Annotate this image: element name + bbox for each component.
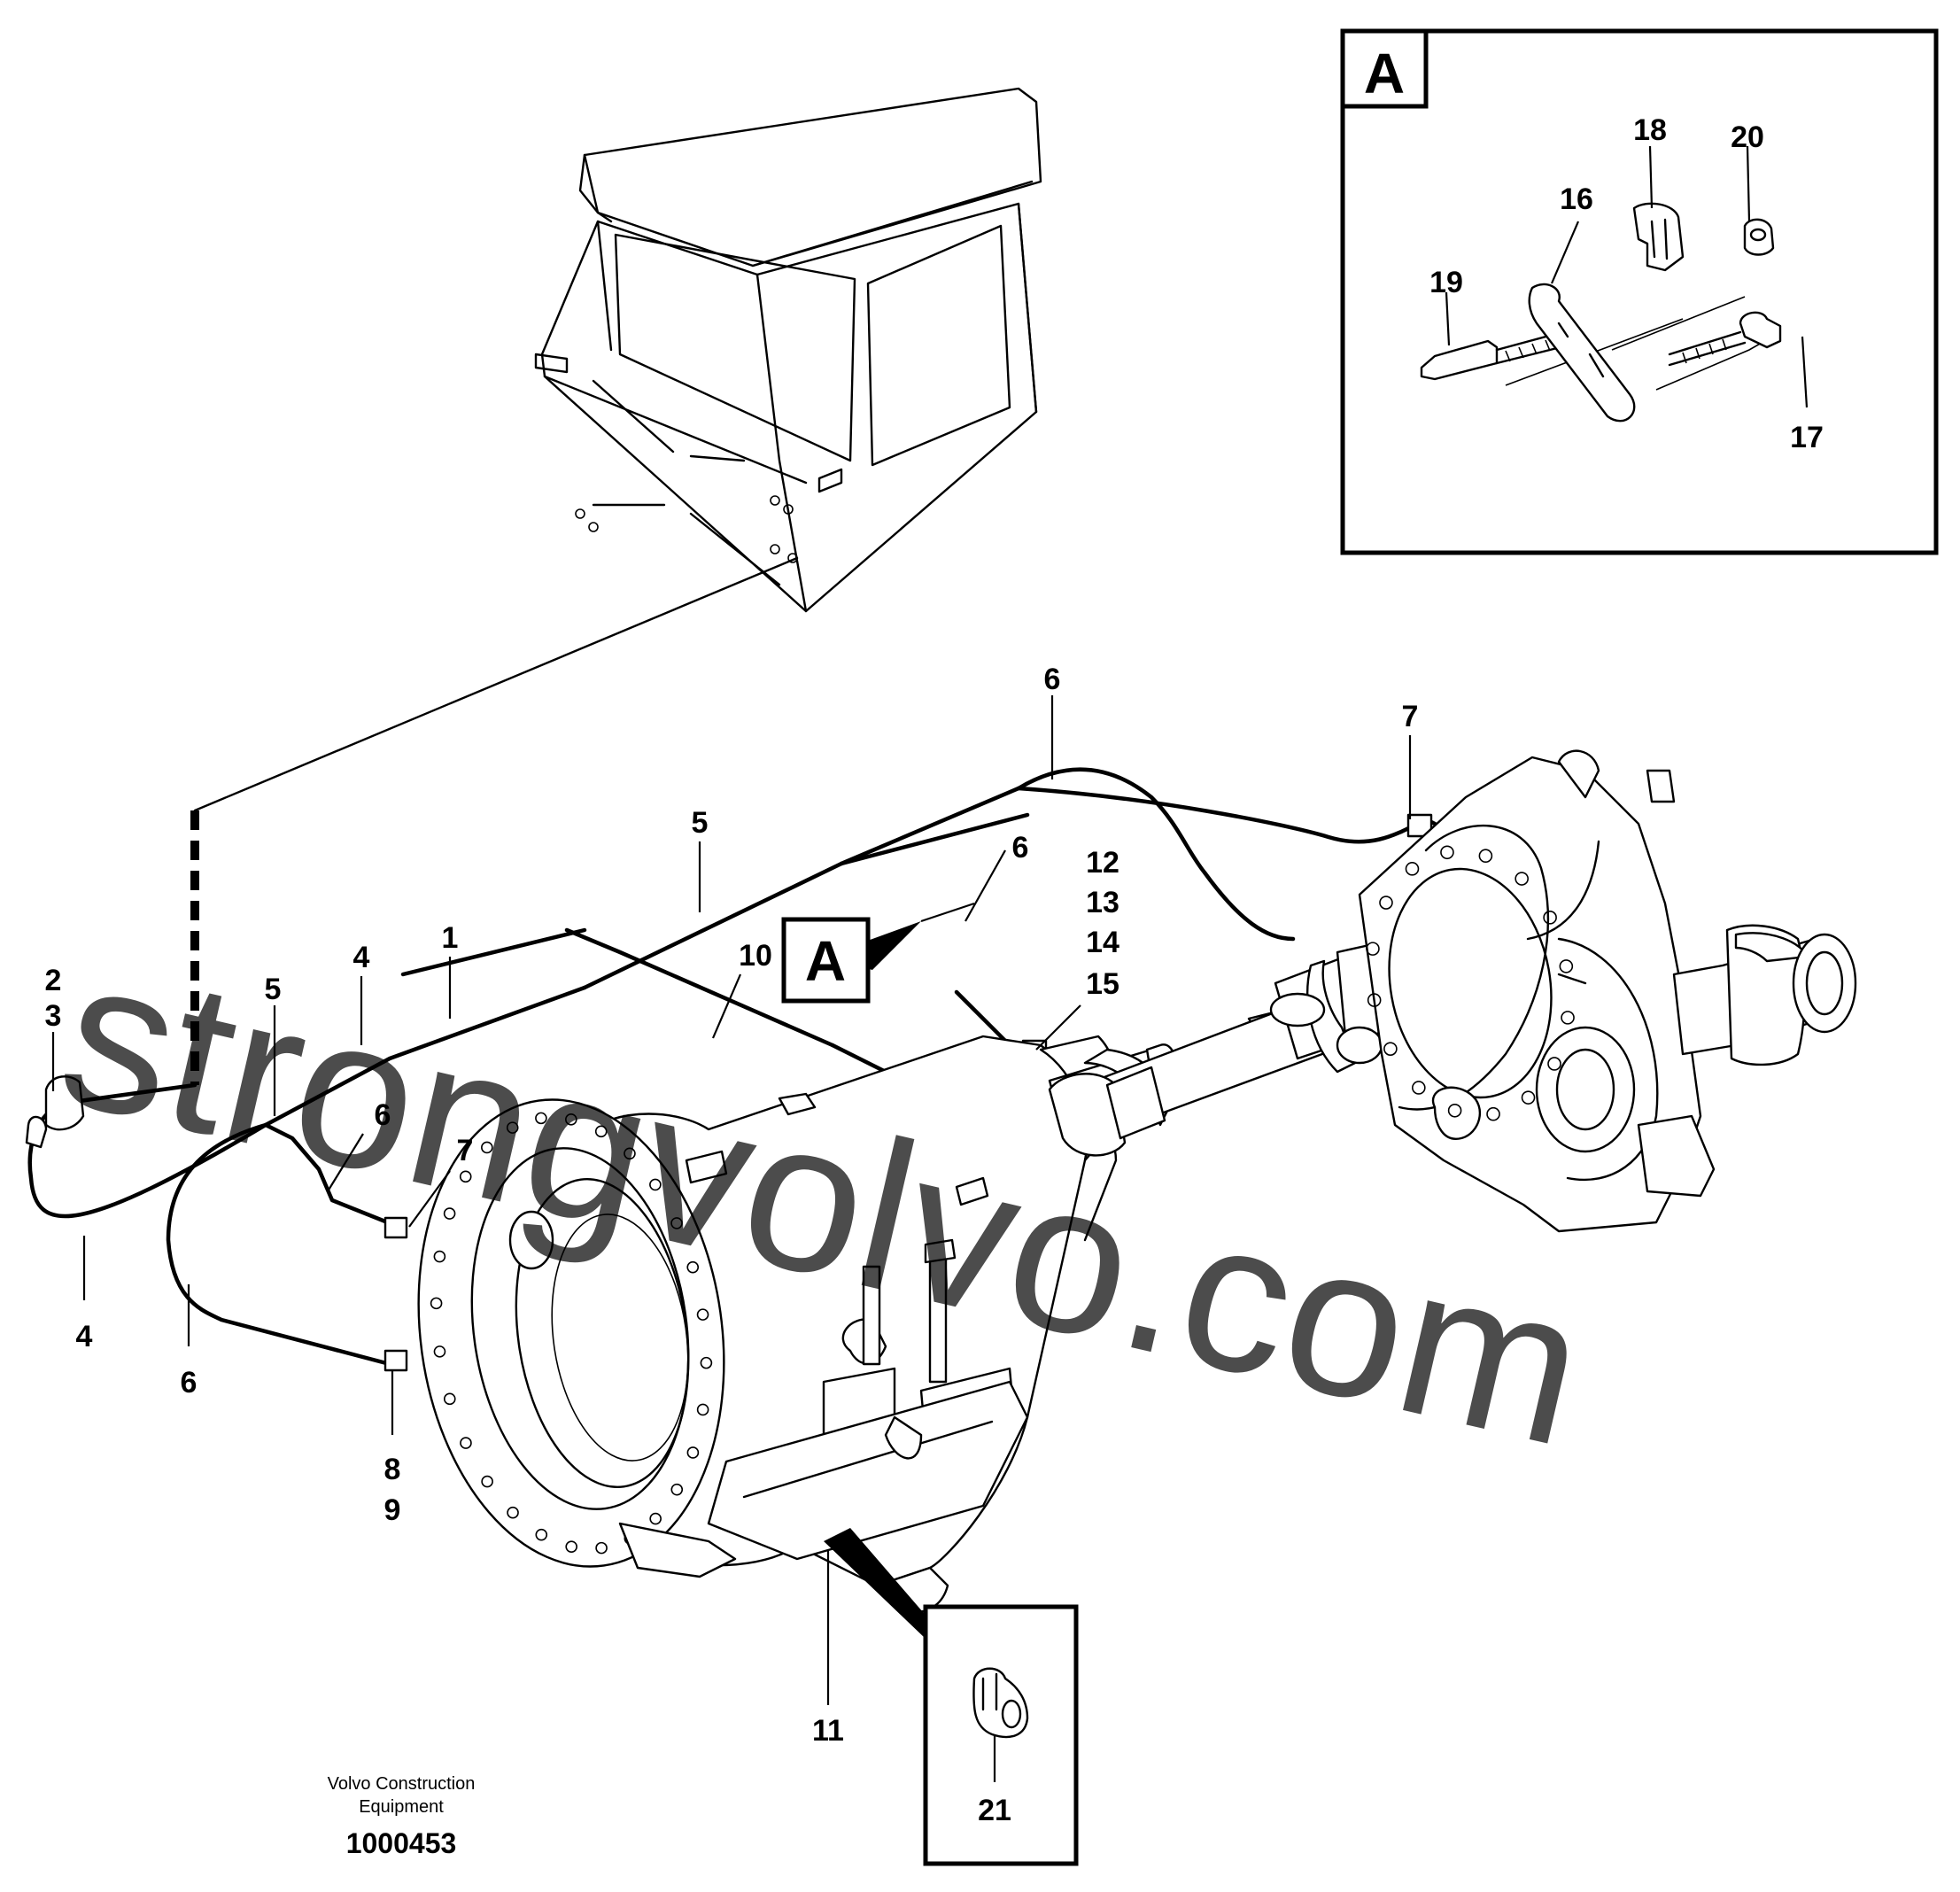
flange-bolt (649, 1178, 662, 1191)
flange-bolt (433, 1345, 446, 1358)
detail-pointer-21 (824, 1528, 934, 1639)
leader-lines (51, 145, 1809, 1782)
flange-bolt (649, 1512, 662, 1525)
axle-bolt (1543, 911, 1557, 925)
axle-bolt (1478, 849, 1493, 864)
inset-detail-a: A (1340, 28, 1939, 555)
flange-bolt-ring (430, 1112, 713, 1555)
callout-1: 1 (442, 921, 459, 955)
flange-bolt (507, 1506, 519, 1519)
callout-12: 12 (1086, 846, 1119, 880)
callout-8: 8 (384, 1453, 401, 1486)
flange-bolt (686, 1260, 700, 1274)
axle-bolt (1521, 1090, 1536, 1105)
cab-drawing (534, 87, 1042, 613)
callout-21: 21 (978, 1794, 1011, 1827)
cable-harness (25, 556, 1437, 1535)
axle-bolt (1405, 862, 1420, 876)
flange-bolt (535, 1112, 547, 1125)
flange-bolt (481, 1475, 493, 1488)
flange-bolt (430, 1297, 443, 1310)
callout-6-lower-left: 6 (181, 1366, 198, 1400)
callout-9: 9 (384, 1493, 401, 1527)
drive-shaft-drawing (1048, 942, 1392, 1157)
flange-bolt (535, 1528, 548, 1541)
callout-17: 17 (1790, 421, 1824, 454)
callout-6-top: 6 (1044, 663, 1061, 696)
axle-bolt (1379, 896, 1393, 910)
flange-bolt (595, 1541, 608, 1555)
flange-bolt (594, 1125, 608, 1138)
flange-bolt (481, 1141, 493, 1154)
callout-5-top: 5 (692, 806, 709, 840)
callout-6-mid: 6 (1012, 831, 1029, 865)
cab-vent-holes (575, 495, 798, 563)
axle-bolt (1366, 942, 1380, 956)
flange-bolt (696, 1308, 709, 1321)
axle-bolt (1447, 1103, 1462, 1118)
axle-bolt (1367, 993, 1382, 1007)
callout-7-left: 7 (457, 1134, 474, 1167)
drawing-number: 1000453 (346, 1827, 457, 1859)
callout-13: 13 (1086, 886, 1119, 919)
axle-bolt (1383, 1042, 1398, 1056)
axle-bolts (1366, 845, 1575, 1121)
flange-bolt (443, 1392, 456, 1406)
flange-bolt (506, 1121, 519, 1134)
flange-bolt (565, 1113, 577, 1126)
inset-badge-a: A (1364, 42, 1405, 105)
flange-bolt (460, 1437, 472, 1449)
flange-bolt (459, 1170, 472, 1183)
flange-bolt (670, 1217, 683, 1229)
axle-bolt (1561, 1011, 1575, 1025)
callout-15: 15 (1086, 967, 1119, 1001)
callout-4-upper: 4 (353, 941, 370, 974)
axle-bolt (1559, 959, 1574, 973)
company-name-line2: Equipment (359, 1797, 444, 1817)
callout-5-left: 5 (265, 973, 282, 1006)
axle-bolt (1486, 1106, 1500, 1121)
callout-3: 3 (45, 999, 62, 1033)
flange-bolt (443, 1207, 456, 1220)
callout-numbers: 2 3 4 4 5 1 5 6 6 6 6 7 7 10 12 13 14 15… (45, 113, 1824, 1827)
footer: Volvo Construction Equipment 1000453 (328, 1774, 476, 1859)
flange-bolt (565, 1540, 577, 1553)
callout-19: 19 (1429, 266, 1463, 299)
flange-bolt (433, 1250, 446, 1263)
axle-bolt (1412, 1081, 1426, 1095)
flange-bolt (696, 1403, 709, 1416)
transmission-drawing (417, 964, 1375, 1614)
flange-bolt (686, 1446, 700, 1459)
callout-7-right: 7 (1402, 700, 1419, 733)
flange-bolt (670, 1483, 684, 1496)
axle-bolt (1440, 845, 1454, 860)
axle-bolt (1515, 872, 1529, 886)
detail-badge-a: A (805, 929, 846, 993)
callout-4-lower: 4 (76, 1320, 93, 1353)
company-name-line1: Volvo Construction (328, 1774, 476, 1794)
callout-20: 20 (1731, 120, 1764, 154)
callout-2: 2 (45, 964, 62, 997)
callout-16: 16 (1560, 182, 1593, 216)
callout-18: 18 (1633, 113, 1667, 147)
flange-bolt (624, 1147, 636, 1160)
callout-6-left: 6 (375, 1098, 391, 1132)
callout-14: 14 (1086, 926, 1119, 959)
inset-detail-21 (923, 1604, 1079, 1866)
flange-bolt (700, 1356, 713, 1369)
axle-bolt (1547, 1057, 1561, 1071)
detail-badge-a-frame (781, 917, 871, 1004)
callout-11: 11 (812, 1714, 844, 1748)
axle-drawing (1358, 749, 1857, 1233)
callout-10: 10 (739, 939, 772, 973)
